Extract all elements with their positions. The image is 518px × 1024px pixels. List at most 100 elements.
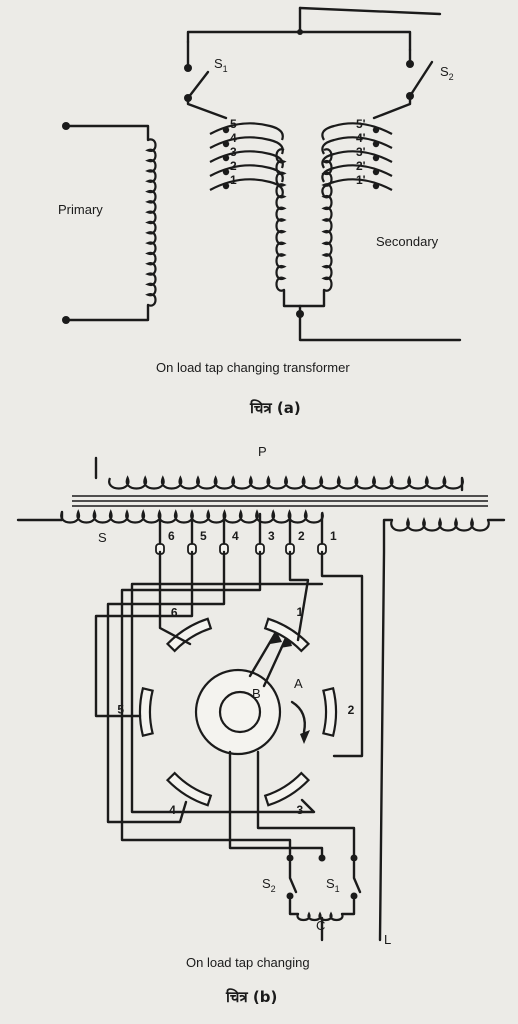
- switch-s1-blade: [186, 70, 210, 100]
- right-tap-number: 1': [356, 173, 366, 187]
- left-tap-turn: [209, 178, 284, 197]
- left-tap-dot: [222, 168, 230, 176]
- s-label: S: [98, 530, 107, 545]
- arm-b: [248, 630, 278, 678]
- switch-s1-bottom-terminal: [350, 892, 358, 900]
- right-tap-winding: [321, 122, 393, 197]
- left-tap-dot: [222, 154, 230, 162]
- figure-b-label: चित्र (b): [225, 988, 277, 1006]
- tap-number: 2: [298, 529, 305, 543]
- wire-tap2-to-contact1: [288, 550, 310, 642]
- right-tap-dot: [372, 140, 380, 148]
- coil-turns: [275, 148, 287, 292]
- tap-number: 5: [200, 529, 207, 543]
- right-tap-number: 3': [356, 145, 366, 159]
- choke-left-lead: [288, 898, 300, 916]
- wire-tap5-to-contact5: [94, 550, 194, 718]
- coil-turns: [60, 509, 324, 524]
- b-s1-label: S1: [326, 876, 340, 894]
- switch-s2-top-terminal: [286, 854, 294, 862]
- left-tap-turn: [209, 164, 284, 183]
- coil-turns: [145, 138, 157, 307]
- left-tap-number: 2: [230, 159, 237, 173]
- switch-s1a-top-terminal: [318, 854, 326, 862]
- right-tap-turn: [321, 150, 393, 169]
- caption-b: On load tap changing: [186, 955, 310, 970]
- right-tap-turn: [321, 136, 393, 155]
- right-tap-turn: [321, 164, 393, 183]
- secondary-coil-s: [60, 509, 324, 524]
- primary-top-wire: [64, 124, 150, 142]
- left-tap-dot: [222, 140, 230, 148]
- right-tap-points: 5'4'3'2'1': [356, 117, 380, 190]
- contact-segment: [322, 686, 338, 738]
- coil-turns: [321, 148, 333, 292]
- tap-number: 4: [232, 529, 239, 543]
- right-tap-turn: [321, 178, 393, 197]
- primary-coil: [145, 138, 157, 307]
- contact-segment: [263, 617, 311, 653]
- left-tap-dot: [222, 182, 230, 190]
- l-label: L: [384, 932, 391, 947]
- switch-s2-blade: [408, 60, 434, 98]
- right-tap-number: 2': [356, 159, 366, 173]
- switch-s1-blade[interactable]: [352, 860, 362, 894]
- right-main-coil: [321, 148, 333, 292]
- left-tap-number: 4: [230, 131, 237, 145]
- secondary-label: Secondary: [376, 234, 439, 249]
- contact-number: 2: [348, 703, 355, 717]
- coil-turns: [296, 911, 344, 922]
- primary-bottom-wire: [64, 303, 150, 322]
- left-tap-winding: [209, 122, 284, 197]
- s-left-lead: [16, 510, 64, 522]
- s1-to-tap-lead: [186, 96, 228, 120]
- contact-number: 3: [297, 803, 304, 817]
- top-output-wire: [298, 6, 442, 16]
- wire-rotor-to-s1: [228, 750, 324, 858]
- rotor-hub[interactable]: [218, 690, 262, 734]
- s2-to-tap-lead: [372, 94, 412, 120]
- wire-rotor-to-s1b: [256, 750, 356, 858]
- c-label: C: [316, 918, 325, 933]
- right-tap-number: 5': [356, 117, 366, 131]
- right-tap-turn: [321, 122, 393, 141]
- b-label: B: [252, 686, 261, 701]
- primary-label: Primary: [58, 202, 103, 217]
- b-s2-label: S2: [262, 876, 276, 894]
- series-coil-lead: [378, 518, 394, 942]
- right-tap-dot: [372, 154, 380, 162]
- left-tap-dot: [222, 126, 230, 134]
- series-coil: [390, 517, 490, 532]
- right-tap-dot: [372, 182, 380, 190]
- junction-dot: [297, 29, 303, 35]
- left-tap-number: 5: [230, 117, 237, 131]
- contact-segment: [138, 686, 154, 738]
- switch-s1-top-terminal: [350, 854, 358, 862]
- rotation-arrow: [290, 700, 306, 734]
- a-label: A: [294, 676, 303, 691]
- left-tap-turn: [209, 122, 284, 141]
- switch-s2-bottom-terminal: [286, 892, 294, 900]
- figure-a-label: चित्र (a): [249, 399, 301, 417]
- right-tap-dot: [372, 168, 380, 176]
- s1-label: S1: [214, 56, 228, 74]
- switch-s2-blade[interactable]: [288, 860, 298, 894]
- left-main-coil: [275, 148, 287, 292]
- s2-label: S2: [440, 64, 454, 82]
- rotation-arrowhead: [300, 730, 310, 744]
- right-tap-dot: [372, 126, 380, 134]
- wire-tap6-to-contact6: [158, 550, 192, 646]
- transformer-core: [72, 495, 488, 507]
- left-tap-number: 1: [230, 173, 237, 187]
- wire-tap1-to-contact2: [320, 550, 364, 758]
- choke-right-lead: [340, 898, 356, 916]
- primary-coil-p: [108, 475, 464, 490]
- contact-number: 4: [169, 803, 176, 817]
- coil-turns: [390, 517, 490, 532]
